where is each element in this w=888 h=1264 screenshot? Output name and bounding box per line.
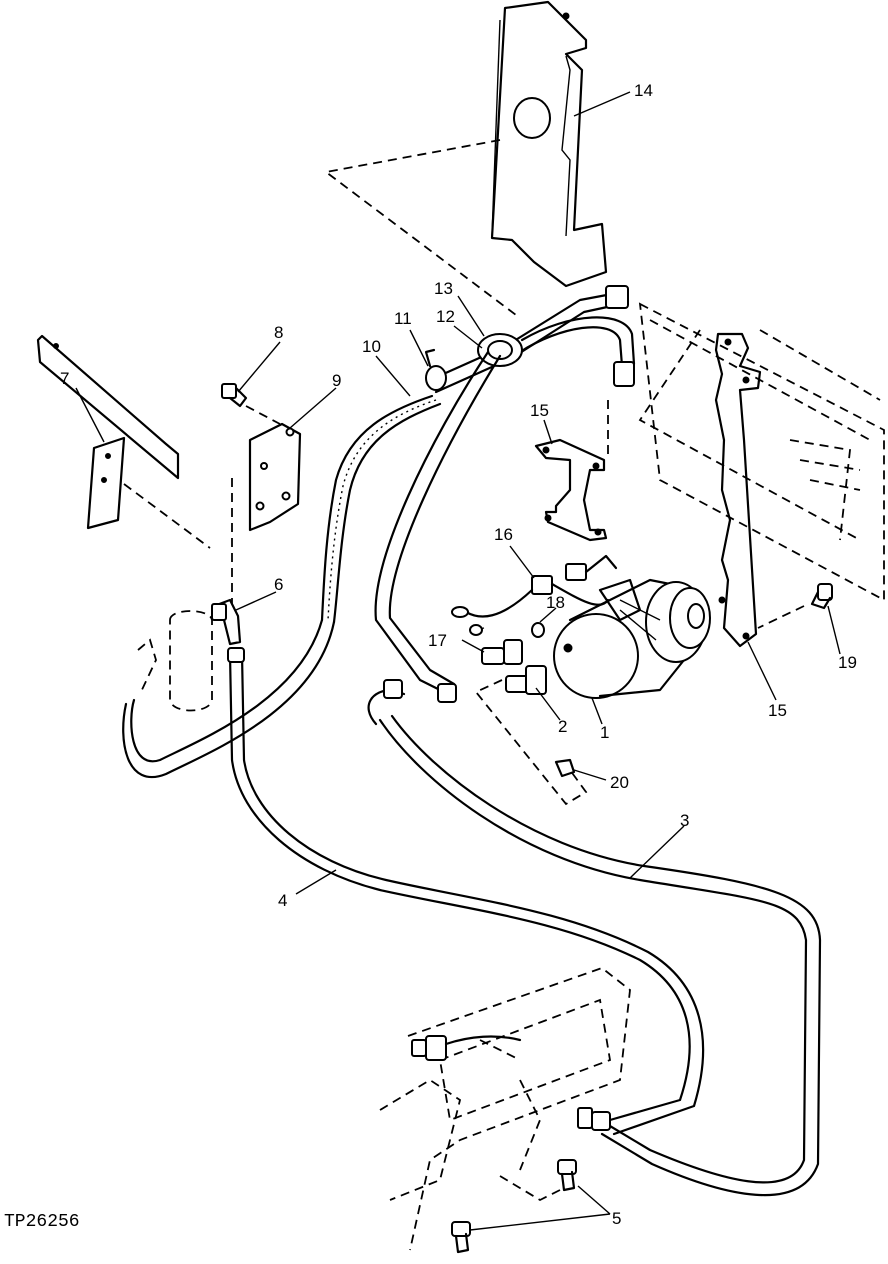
callout-1: 1 <box>600 723 609 742</box>
callout-2: 2 <box>558 717 567 736</box>
callout-16: 16 <box>494 525 513 544</box>
alignment-line-7 <box>123 483 211 549</box>
callout-19: 19 <box>838 653 857 672</box>
alignment-line-19 <box>757 605 805 629</box>
evaporator-fitting-upper <box>411 1035 522 1061</box>
grommet <box>477 333 523 367</box>
evaporator-fitting-lower <box>577 1107 611 1131</box>
callout-18: 18 <box>546 593 565 612</box>
bracket-15-upper <box>534 438 608 542</box>
alignment-line-20 <box>474 679 588 806</box>
hose-3 <box>367 679 822 1197</box>
condenser-outline <box>638 302 885 602</box>
receiver-dryer-outline <box>137 610 213 712</box>
fitting-2 <box>469 624 547 695</box>
shield-panel <box>490 0 608 288</box>
callout-6: 6 <box>274 575 283 594</box>
screw-20 <box>554 758 576 778</box>
bolt-8 <box>221 383 248 408</box>
callout-3: 3 <box>680 811 689 830</box>
callout-5: 5 <box>612 1209 621 1228</box>
clamp-11 <box>424 348 447 391</box>
elbow-fitting-6 <box>211 598 242 646</box>
callout-17: 17 <box>428 631 447 650</box>
callout-10: 10 <box>362 337 381 356</box>
bracket-7 <box>36 334 180 530</box>
alignment-line-8 <box>245 405 281 425</box>
bolt-5-lower <box>451 1221 471 1254</box>
upper-hoses <box>428 285 636 394</box>
callout-8: 8 <box>274 323 283 342</box>
plate-9 <box>248 422 302 532</box>
callout-4: 4 <box>278 891 287 910</box>
liquid-line <box>374 350 502 703</box>
callout-labels: 14 13 12 11 10 8 9 7 6 15 16 18 17 2 1 2… <box>60 81 857 1228</box>
bolt-19 <box>810 583 833 610</box>
callout-20: 20 <box>610 773 629 792</box>
fitting-17 <box>481 639 523 665</box>
o-ring-18 <box>531 622 545 638</box>
callout-12: 12 <box>436 307 455 326</box>
bracket-15-lower <box>714 332 762 648</box>
callout-7: 7 <box>60 369 69 388</box>
compressor-1 <box>553 578 711 699</box>
bolt-5-upper <box>557 1159 577 1192</box>
switch-connector-16 <box>451 554 618 618</box>
evaporator-outline <box>379 966 631 1251</box>
leader-lines <box>75 91 841 1231</box>
hose-4 <box>122 618 705 1136</box>
callout-15-upper: 15 <box>530 401 549 420</box>
callout-13: 13 <box>434 279 453 298</box>
figure-code: TP26256 <box>4 1212 80 1232</box>
callout-15-lower: 15 <box>768 701 787 720</box>
alignment-line-14 <box>323 139 521 319</box>
callout-11: 11 <box>394 309 412 328</box>
corrugated-hose-10 <box>320 394 442 624</box>
callout-9: 9 <box>332 371 341 390</box>
callout-14: 14 <box>634 81 653 100</box>
